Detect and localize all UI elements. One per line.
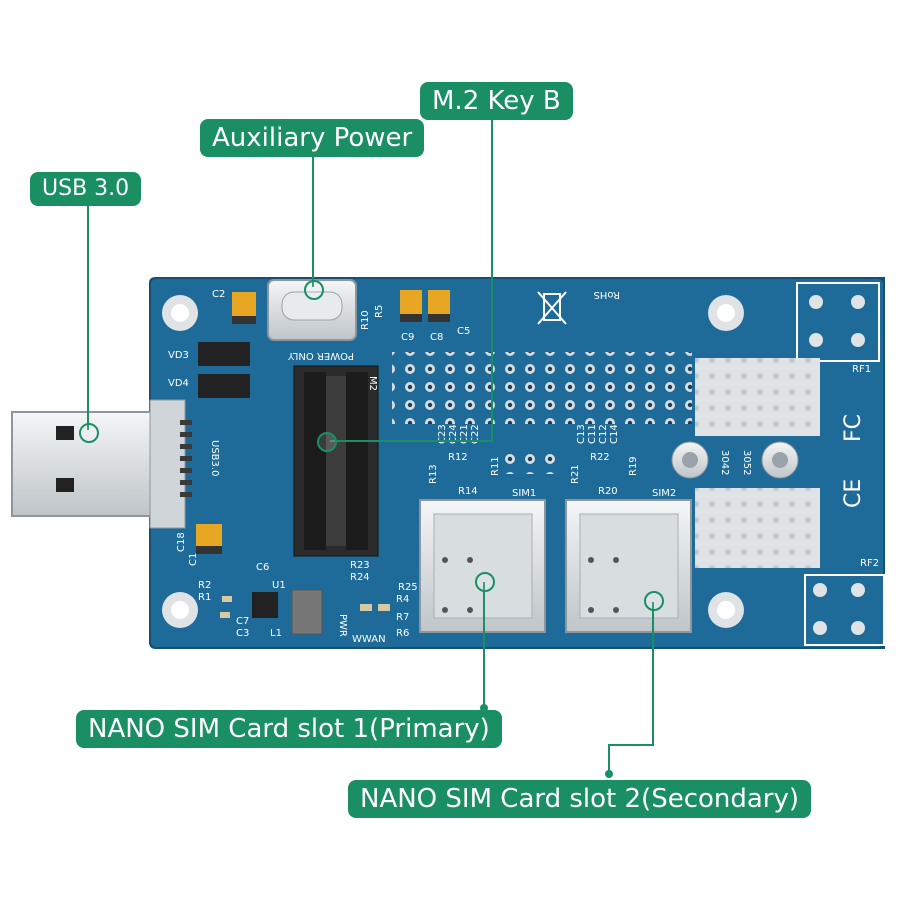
via-grid-2 [500, 448, 560, 474]
usb-leader [87, 206, 89, 430]
usb-c-port [267, 279, 357, 341]
svg-text:R12: R12 [448, 452, 468, 463]
sim2-leader-end [605, 770, 613, 778]
rf2-pad [804, 574, 885, 646]
ufl-connector-1 [671, 441, 709, 479]
m2-slot [293, 365, 379, 557]
silk-m2: M2 [367, 376, 378, 391]
silk-3052: 3052 [741, 450, 752, 475]
silk-usb30: USB3.0 [209, 440, 220, 476]
silk-rf2: RF2 [860, 558, 879, 569]
svg-text:C2: C2 [212, 289, 225, 300]
svg-text:VD4: VD4 [168, 378, 189, 389]
svg-text:R2: R2 [198, 580, 211, 591]
svg-text:U1: U1 [272, 580, 286, 591]
mounting-holes [162, 295, 744, 628]
m2-target-dot [317, 432, 337, 452]
ufl-connector-2 [761, 441, 799, 479]
silk-3042: 3042 [719, 450, 730, 475]
antenna-area-top [695, 358, 820, 436]
svg-text:C8: C8 [430, 332, 443, 343]
usb-label: USB 3.0 [30, 172, 142, 206]
svg-text:R22: R22 [590, 452, 610, 463]
antenna-area-bottom [695, 488, 820, 568]
svg-text:C23: C23 [437, 424, 448, 444]
silk-fc: FC [841, 414, 866, 442]
sim1-label: NANO SIM Card slot 1(Primary) [76, 710, 502, 748]
aux-power-label: Auxiliary Power [200, 119, 425, 157]
svg-text:R25: R25 [398, 582, 418, 593]
aux-power-leader [312, 157, 314, 287]
silk-pwr: PWR [337, 614, 348, 637]
sim-slot-1 [419, 499, 546, 633]
rf1-pad [796, 282, 880, 362]
svg-text:C18: C18 [176, 532, 187, 552]
svg-text:C21: C21 [459, 424, 470, 444]
sim2-label: NANO SIM Card slot 2(Secondary) [348, 780, 812, 818]
svg-text:C7: C7 [236, 616, 249, 627]
svg-text:C22: C22 [470, 424, 481, 444]
svg-text:C14: C14 [609, 424, 620, 444]
svg-text:C13: C13 [576, 424, 587, 444]
svg-text:C11: C11 [587, 424, 598, 444]
silk-rohs: RoHS [594, 289, 620, 300]
silk-power-only: POWER ONLY [287, 350, 354, 361]
svg-text:R24: R24 [350, 572, 370, 583]
m2-leader-vertical [491, 118, 493, 440]
svg-text:R21: R21 [570, 464, 581, 484]
aux-power-target-dot [304, 280, 324, 300]
svg-text:R19: R19 [628, 456, 639, 476]
sim-slot-2 [565, 499, 692, 633]
components [196, 290, 450, 635]
weee-icon [537, 291, 567, 325]
svg-text:R11: R11 [490, 456, 501, 476]
svg-text:C6: C6 [256, 562, 269, 573]
usb-plug [11, 399, 192, 529]
sim2-leader-a [652, 602, 654, 744]
svg-text:R20: R20 [598, 486, 618, 497]
silk-wwan: WWAN [352, 634, 386, 645]
svg-text:R6: R6 [396, 628, 409, 639]
svg-text:C1: C1 [188, 553, 199, 566]
sim2-leader-b [608, 744, 654, 746]
usb-target-dot [79, 423, 99, 443]
svg-text:C3: C3 [236, 628, 249, 639]
svg-text:C9: C9 [401, 332, 414, 343]
silk-ce: CE [841, 479, 866, 508]
svg-text:R1: R1 [198, 592, 211, 603]
m2-label: M.2 Key B [420, 82, 573, 120]
svg-text:L1: L1 [270, 628, 282, 639]
sim1-leader-end [480, 704, 488, 712]
silk-sim2: SIM2 [652, 488, 676, 499]
sim2-target-dot [644, 591, 664, 611]
svg-text:C12: C12 [598, 424, 609, 444]
silk-sim1: SIM1 [512, 488, 536, 499]
svg-text:R4: R4 [396, 594, 409, 605]
sim2-leader-c [608, 744, 610, 774]
svg-text:R5: R5 [374, 305, 385, 318]
svg-text:R23: R23 [350, 560, 370, 571]
svg-text:C24: C24 [448, 424, 459, 444]
svg-text:R10: R10 [360, 310, 371, 330]
svg-text:C5: C5 [457, 326, 470, 337]
via-grid [392, 352, 692, 424]
silk-rf1: RF1 [852, 364, 871, 375]
m2-leader-horizontal [330, 440, 493, 442]
svg-text:VD3: VD3 [168, 350, 189, 361]
svg-text:R13: R13 [428, 464, 439, 484]
sim1-leader [483, 582, 485, 708]
svg-text:R14: R14 [458, 486, 478, 497]
sim1-target-dot [475, 572, 495, 592]
svg-text:R7: R7 [396, 612, 409, 623]
